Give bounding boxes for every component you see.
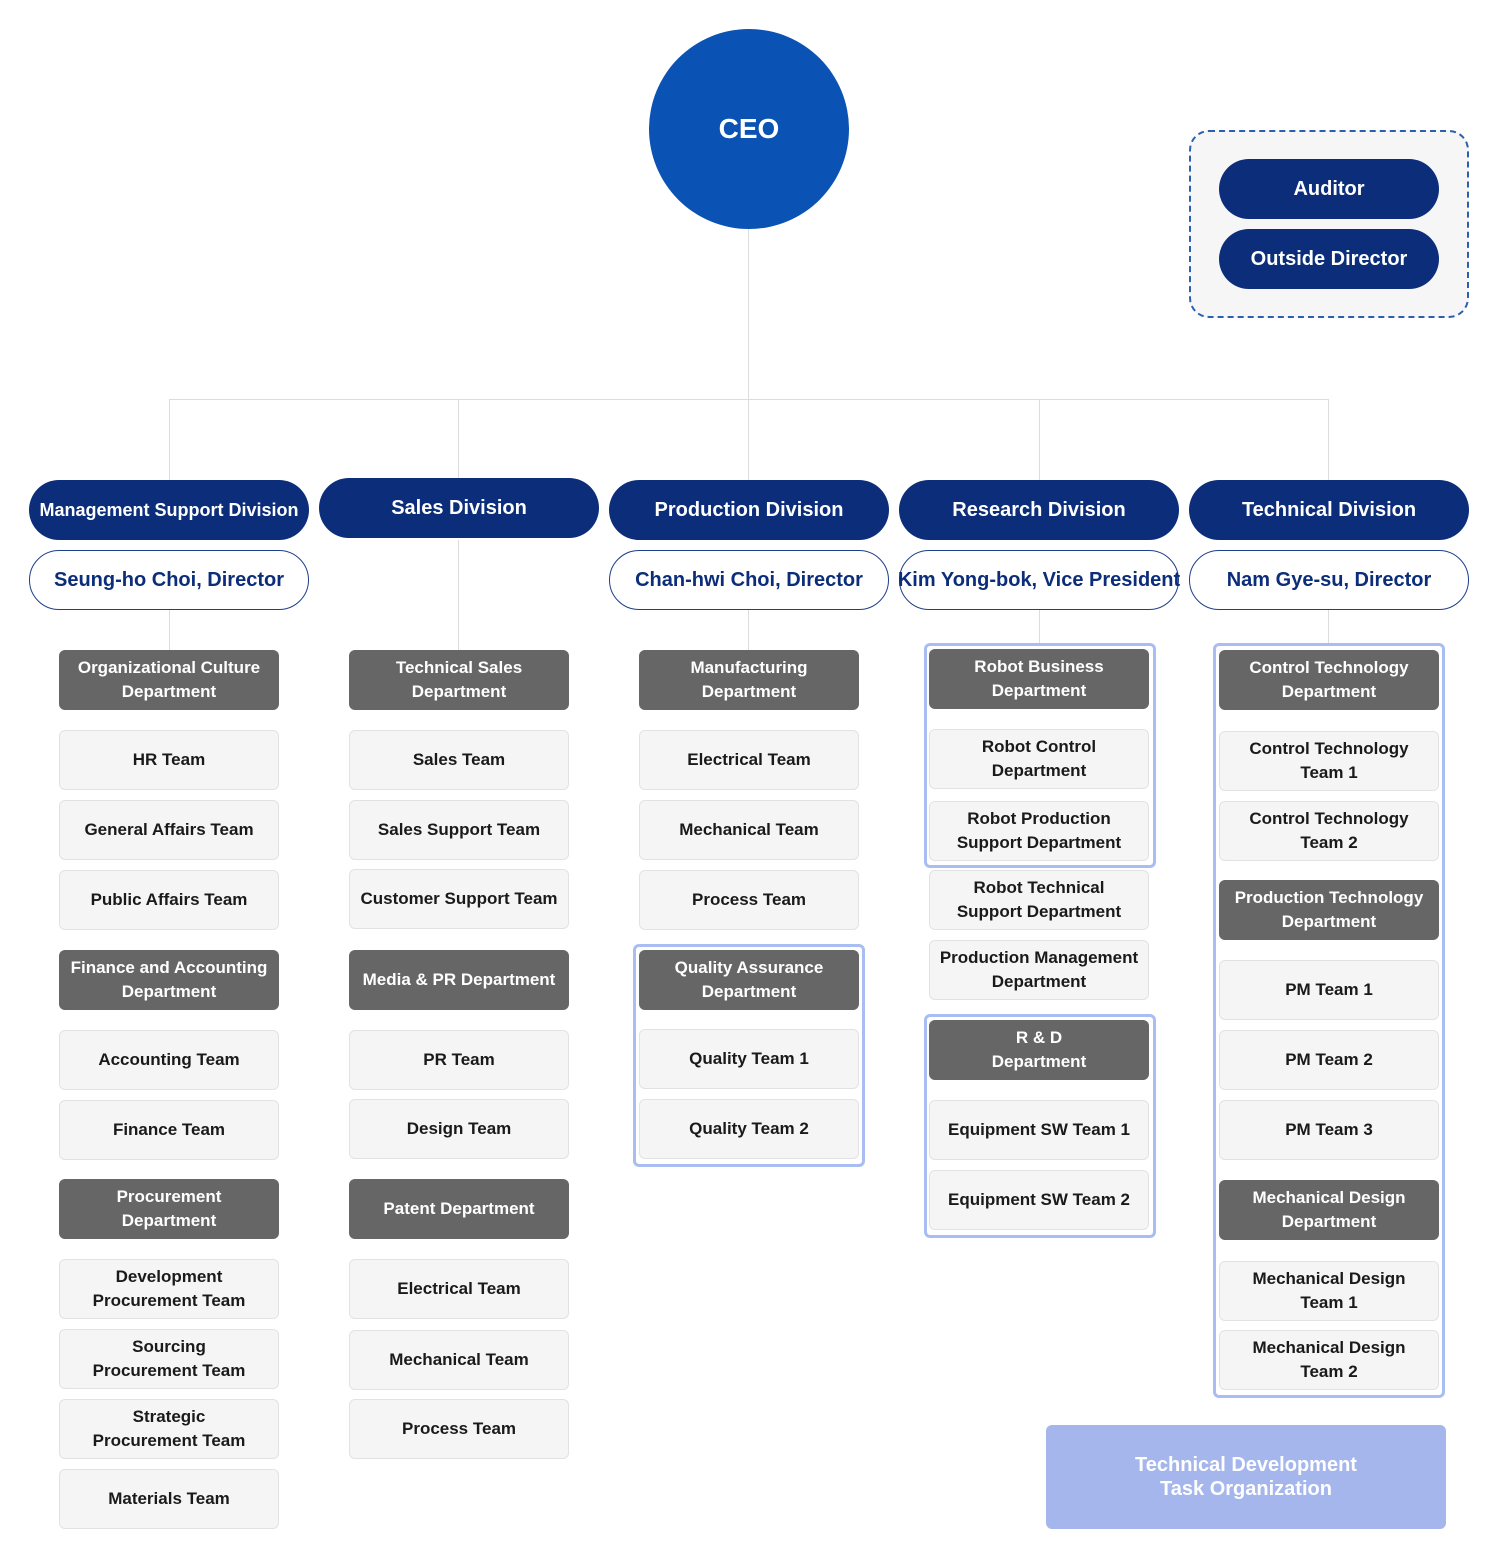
dept-mechanical-design[interactable]: Mechanical Design Department — [1219, 1180, 1439, 1240]
team-quality-2[interactable]: Quality Team 2 — [639, 1099, 859, 1159]
team-development-procurement[interactable]: Development Procurement Team — [59, 1259, 279, 1319]
team-production-mechanical[interactable]: Mechanical Team — [639, 800, 859, 860]
dept-production-technology[interactable]: Production Technology Department — [1219, 880, 1439, 940]
team-sales[interactable]: Sales Team — [349, 730, 569, 790]
dept-patent[interactable]: Patent Department — [349, 1179, 569, 1239]
team-production-process[interactable]: Process Team — [639, 870, 859, 930]
team-sales-support[interactable]: Sales Support Team — [349, 800, 569, 860]
dept-control-technology[interactable]: Control Technology Department — [1219, 650, 1439, 710]
division-production[interactable]: Production Division — [609, 480, 889, 540]
division-research[interactable]: Research Division — [899, 480, 1179, 540]
team-general-affairs[interactable]: General Affairs Team — [59, 800, 279, 860]
dept-procurement[interactable]: Procurement Department — [59, 1179, 279, 1239]
auditor-node[interactable]: Auditor — [1219, 159, 1439, 219]
column-connector-line — [1328, 610, 1329, 646]
column-connector-line — [748, 610, 749, 650]
division-connector-line — [748, 399, 749, 480]
legend-task-organization: Technical Development Task Organization — [1046, 1425, 1446, 1529]
team-equipment-sw-1[interactable]: Equipment SW Team 1 — [929, 1100, 1149, 1160]
division-sales[interactable]: Sales Division — [319, 478, 599, 538]
team-customer-support[interactable]: Customer Support Team — [349, 869, 569, 929]
division-connector-line — [1328, 399, 1329, 480]
team-pr[interactable]: PR Team — [349, 1030, 569, 1090]
team-sourcing-procurement[interactable]: Sourcing Procurement Team — [59, 1329, 279, 1389]
outside-director-node[interactable]: Outside Director — [1219, 229, 1439, 289]
dept-manufacturing[interactable]: Manufacturing Department — [639, 650, 859, 710]
team-strategic-procurement[interactable]: Strategic Procurement Team — [59, 1399, 279, 1459]
team-hr[interactable]: HR Team — [59, 730, 279, 790]
head-management-support: Seung-ho Choi, Director — [29, 550, 309, 610]
task-org-group-robot — [924, 643, 1156, 868]
dept-finance-accounting[interactable]: Finance and Accounting Department — [59, 950, 279, 1010]
team-mechanical-design-1[interactable]: Mechanical Design Team 1 — [1219, 1261, 1439, 1321]
head-production: Chan-hwi Choi, Director — [609, 550, 889, 610]
ceo-node[interactable]: CEO — [649, 29, 849, 229]
dept-robot-production-support[interactable]: Robot Production Support Department — [929, 801, 1149, 861]
dept-media-pr[interactable]: Media & PR Department — [349, 950, 569, 1010]
ceo-connector-line — [748, 229, 749, 400]
column-connector-line — [1039, 610, 1040, 646]
team-pm-1[interactable]: PM Team 1 — [1219, 960, 1439, 1020]
division-bus-line — [169, 399, 1329, 400]
dept-organizational-culture[interactable]: Organizational Culture Department — [59, 650, 279, 710]
division-connector-line — [169, 399, 170, 480]
column-connector-line — [169, 610, 170, 650]
team-production-electrical[interactable]: Electrical Team — [639, 730, 859, 790]
team-mechanical-design-2[interactable]: Mechanical Design Team 2 — [1219, 1330, 1439, 1390]
team-accounting[interactable]: Accounting Team — [59, 1030, 279, 1090]
dept-robot-control[interactable]: Robot Control Department — [929, 729, 1149, 789]
team-pm-3[interactable]: PM Team 3 — [1219, 1100, 1439, 1160]
head-research: Kim Yong-bok, Vice President — [898, 550, 1180, 610]
column-connector-line — [458, 540, 459, 650]
task-org-group-technical — [1213, 643, 1445, 1398]
division-technical[interactable]: Technical Division — [1189, 480, 1469, 540]
dept-production-management[interactable]: Production Management Department — [929, 940, 1149, 1000]
team-quality-1[interactable]: Quality Team 1 — [639, 1029, 859, 1089]
team-materials[interactable]: Materials Team — [59, 1469, 279, 1529]
team-control-technology-2[interactable]: Control Technology Team 2 — [1219, 801, 1439, 861]
team-pm-2[interactable]: PM Team 2 — [1219, 1030, 1439, 1090]
division-connector-line — [1039, 399, 1040, 480]
dept-technical-sales[interactable]: Technical Sales Department — [349, 650, 569, 710]
dept-robot-technical-support[interactable]: Robot Technical Support Department — [929, 870, 1149, 930]
team-finance[interactable]: Finance Team — [59, 1100, 279, 1160]
team-design[interactable]: Design Team — [349, 1099, 569, 1159]
division-management-support[interactable]: Management Support Division — [29, 480, 309, 540]
task-org-group-quality — [633, 944, 865, 1167]
head-technical: Nam Gye-su, Director — [1189, 550, 1469, 610]
dept-robot-business[interactable]: Robot Business Department — [929, 649, 1149, 709]
team-sales-mechanical[interactable]: Mechanical Team — [349, 1330, 569, 1390]
task-org-group-rnd — [924, 1014, 1156, 1238]
team-public-affairs[interactable]: Public Affairs Team — [59, 870, 279, 930]
team-sales-electrical[interactable]: Electrical Team — [349, 1259, 569, 1319]
team-sales-process[interactable]: Process Team — [349, 1399, 569, 1459]
team-equipment-sw-2[interactable]: Equipment SW Team 2 — [929, 1170, 1149, 1230]
team-control-technology-1[interactable]: Control Technology Team 1 — [1219, 731, 1439, 791]
division-connector-line — [458, 399, 459, 480]
dept-quality-assurance[interactable]: Quality Assurance Department — [639, 950, 859, 1010]
dept-rnd[interactable]: R & D Department — [929, 1020, 1149, 1080]
